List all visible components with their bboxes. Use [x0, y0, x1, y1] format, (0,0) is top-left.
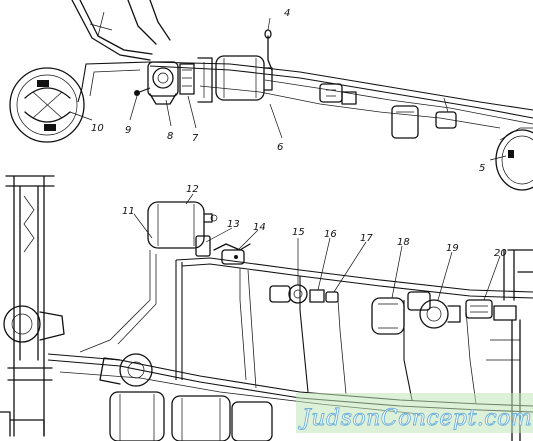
callout-15: 15	[292, 227, 305, 238]
callout-8: 8	[167, 131, 173, 142]
callout-7: 7	[192, 133, 199, 144]
part-4-fitting	[264, 29, 273, 71]
left-brake-drum	[9, 67, 85, 143]
leader-lines	[69, 17, 507, 301]
callout-18: 18	[397, 237, 410, 248]
callout-16: 16	[324, 229, 337, 240]
callout-12: 12	[186, 184, 199, 195]
callout-9: 9	[125, 125, 131, 136]
top-frame-assembly	[71, 0, 533, 129]
brake-valve-cluster	[134, 57, 213, 105]
callout-labels: 4 5 6 7 8 9 10 11 12 13 14 15 16 17 18 1…	[91, 8, 507, 259]
valves-13-14	[195, 235, 251, 265]
callout-4: 4	[284, 8, 290, 19]
callout-13: 13	[227, 219, 240, 230]
component-20	[465, 249, 517, 321]
watermark-text: JudsonConcept.com	[298, 406, 532, 431]
watermark: JudsonConcept.com	[296, 393, 533, 433]
top-air-tank	[215, 55, 273, 101]
bottom-frame-rail	[0, 175, 65, 437]
callout-20: 20	[494, 248, 507, 259]
top-right-components	[319, 83, 533, 191]
callout-6: 6	[277, 142, 283, 153]
callout-5: 5	[479, 163, 485, 174]
bottom-air-tank-12	[147, 201, 218, 249]
bottom-cylinders	[99, 353, 273, 441]
callout-14: 14	[253, 222, 266, 233]
callout-19: 19	[446, 243, 459, 254]
chamber-18-19	[371, 291, 461, 335]
callout-17: 17	[360, 233, 373, 244]
callout-10: 10	[91, 123, 104, 134]
callout-11: 11	[122, 206, 135, 217]
bottom-pipe-network	[47, 250, 533, 415]
valves-15-17	[269, 284, 339, 304]
